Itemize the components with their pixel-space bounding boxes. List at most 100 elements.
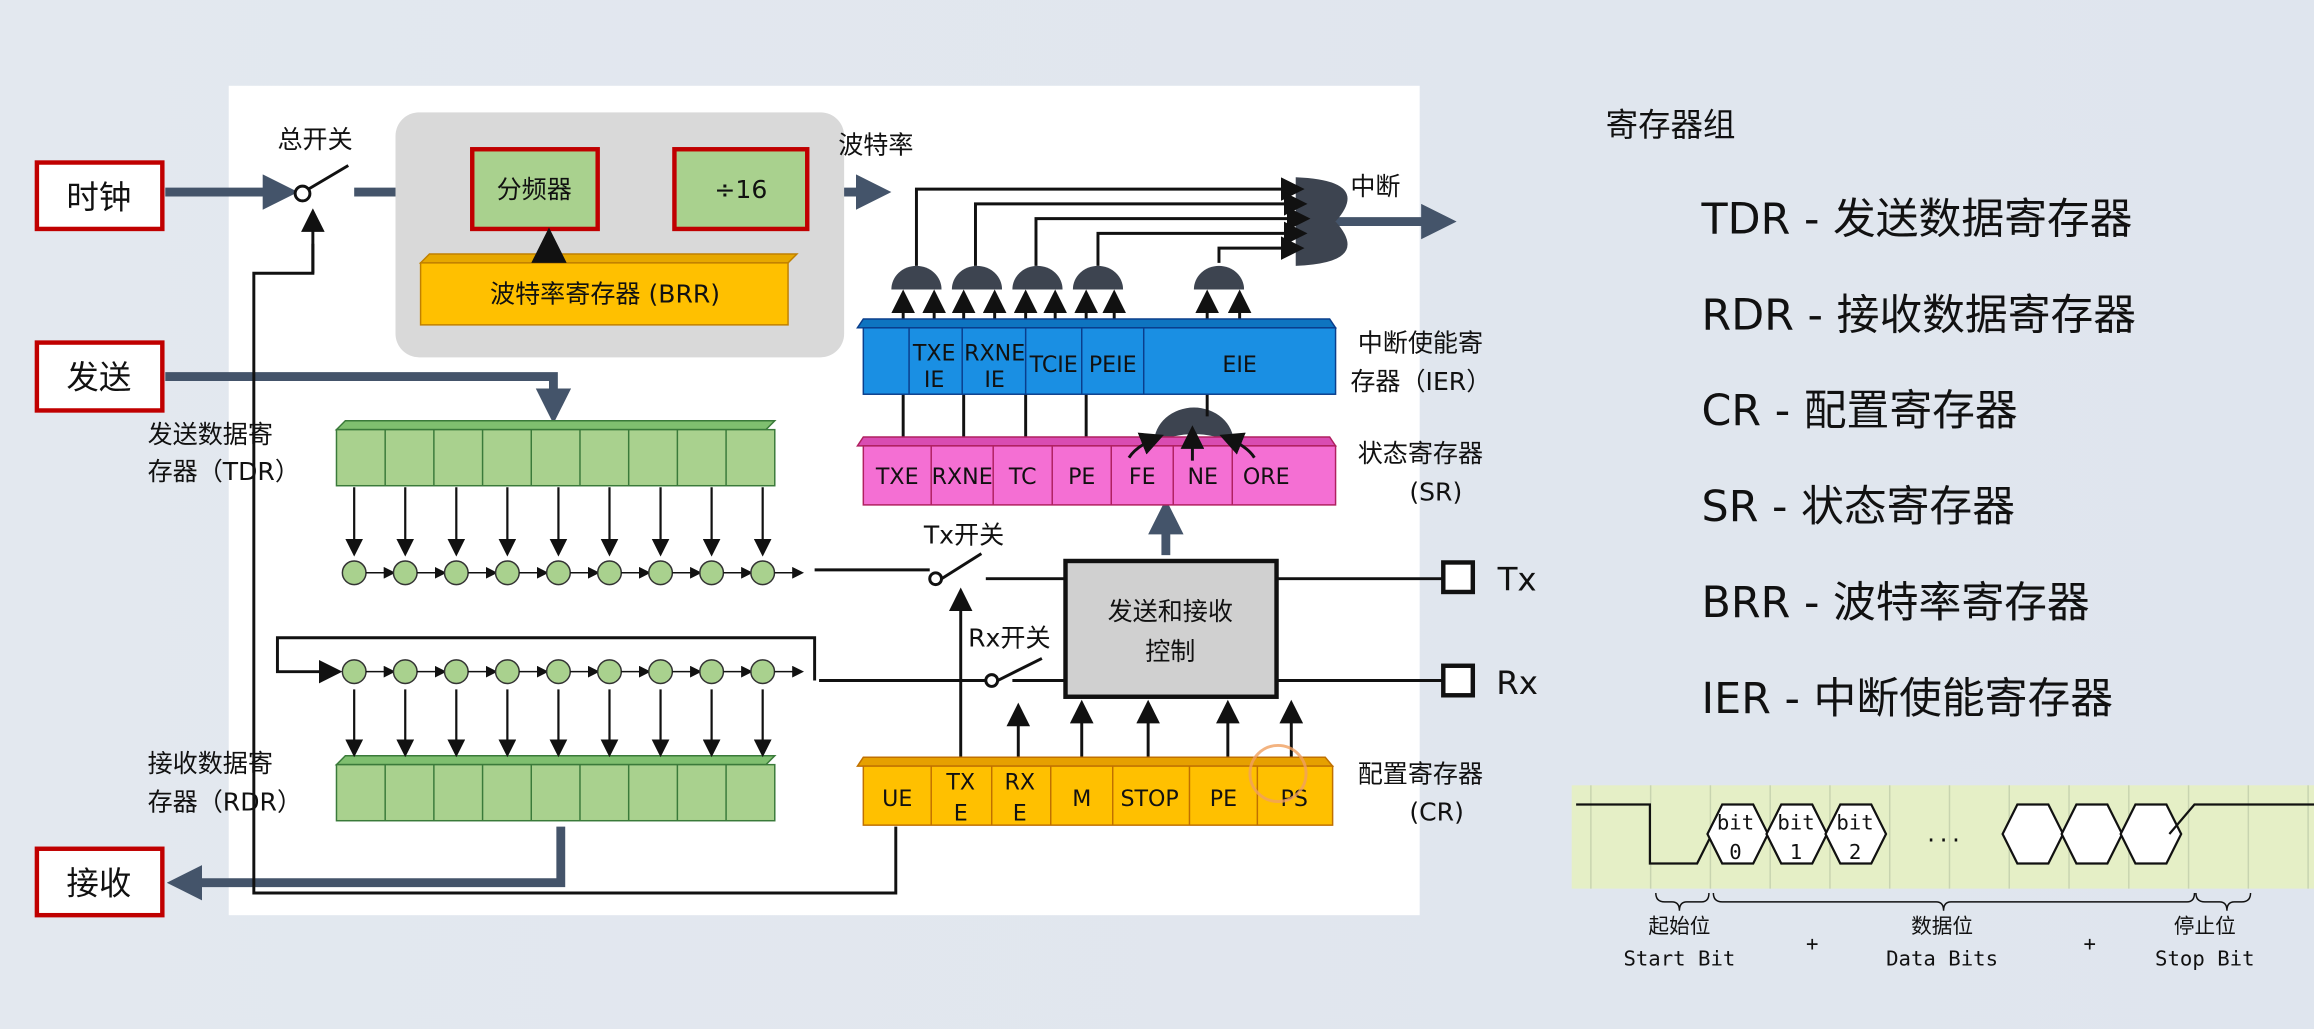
- svg-text:(CR): (CR): [1409, 798, 1464, 827]
- svg-text:PE: PE: [1210, 786, 1237, 812]
- clock-box: 时钟: [34, 160, 165, 232]
- svg-text:STOP: STOP: [1120, 786, 1178, 812]
- svg-text:M: M: [1072, 786, 1091, 812]
- svg-text:TDR - 发送数据寄存器: TDR - 发送数据寄存器: [1701, 194, 2133, 244]
- svg-text:E: E: [1013, 801, 1027, 827]
- svg-text:Tx: Tx: [1497, 561, 1537, 599]
- svg-text:0: 0: [1729, 840, 1741, 864]
- svg-text:接收: 接收: [66, 865, 131, 903]
- tx-pin: [1441, 560, 1476, 595]
- svg-text:(SR): (SR): [1409, 477, 1462, 506]
- svg-text:存器（TDR）: 存器（TDR）: [148, 457, 300, 486]
- divider-box: 分频器: [470, 147, 600, 232]
- shift-bit-tx: [392, 560, 418, 586]
- bit-cell: [1824, 803, 1888, 865]
- svg-text:PS: PS: [1281, 786, 1308, 812]
- svg-text:RXNE: RXNE: [964, 340, 1025, 366]
- svg-text:bit: bit: [1836, 811, 1873, 835]
- svg-text:波特率寄存器 (BRR): 波特率寄存器 (BRR): [490, 280, 720, 309]
- svg-text:RDR - 接收数据寄存器: RDR - 接收数据寄存器: [1702, 290, 2137, 340]
- svg-text:E: E: [954, 801, 968, 827]
- svg-text:数据位: 数据位: [1911, 914, 1973, 938]
- svg-text:发送和接收: 发送和接收: [1108, 597, 1233, 626]
- cr-label: 配置寄存器: [1358, 759, 1483, 788]
- tx-switch: [928, 571, 944, 587]
- shift-bit-rx: [443, 659, 469, 685]
- shift-bit-tx: [443, 560, 469, 586]
- svg-text:IE: IE: [924, 367, 945, 393]
- shift-bit-rx: [494, 659, 520, 685]
- svg-text:PEIE: PEIE: [1089, 352, 1137, 378]
- svg-text:EIE: EIE: [1222, 352, 1256, 378]
- svg-text:Stop Bit: Stop Bit: [2155, 946, 2255, 970]
- shift-bit-rx: [392, 659, 418, 685]
- svg-text:...: ...: [1925, 822, 1962, 846]
- svg-text:TX: TX: [945, 770, 975, 796]
- shift-bit-rx: [750, 659, 776, 685]
- shift-registers: [275, 420, 817, 822]
- svg-text:PE: PE: [1068, 464, 1095, 490]
- and-gate-icons: [891, 265, 1245, 443]
- send-box: 发送: [34, 340, 165, 413]
- svg-text:停止位: 停止位: [2174, 914, 2236, 938]
- svg-text:UE: UE: [882, 786, 912, 812]
- register-group-list: TDR - 发送数据寄存器 RDR - 接收数据寄存器 CR - 配置寄存器 S…: [1701, 194, 2137, 724]
- svg-text:+: +: [1806, 932, 1818, 956]
- tdr-register: [335, 428, 776, 487]
- svg-text:2: 2: [1849, 840, 1861, 864]
- svg-text:TXE: TXE: [875, 464, 919, 490]
- svg-text:CR - 配置寄存器: CR - 配置寄存器: [1702, 386, 2018, 436]
- or-gate-icon: [1295, 177, 1348, 266]
- shift-bit-tx: [341, 560, 367, 586]
- interrupt-label: 中断: [1350, 172, 1400, 201]
- svg-text:发送: 发送: [66, 358, 131, 396]
- shift-bit-tx: [648, 560, 674, 586]
- svg-text:RXNE: RXNE: [932, 464, 993, 490]
- svg-text:存器（IER）: 存器（IER）: [1350, 367, 1491, 396]
- svg-text:BRR - 波特率寄存器: BRR - 波特率寄存器: [1702, 578, 2090, 628]
- svg-text:÷16: ÷16: [714, 175, 767, 204]
- shift-bit-tx: [596, 560, 623, 586]
- tx-switch-label: Tx开关: [923, 520, 1004, 549]
- cursor-highlight: [1248, 743, 1308, 804]
- svg-text:IE: IE: [984, 367, 1005, 393]
- baud-rate-label: 波特率: [838, 131, 913, 160]
- svg-text:bit: bit: [1717, 811, 1754, 835]
- shift-bit-tx: [699, 560, 725, 586]
- svg-text:TC: TC: [1008, 464, 1037, 490]
- svg-text:TXE: TXE: [912, 340, 956, 366]
- bit-cell: [2119, 803, 2183, 865]
- receive-box: 接收: [34, 846, 165, 918]
- div16-box: ÷16: [672, 147, 810, 232]
- svg-text:FE: FE: [1129, 464, 1156, 490]
- svg-text:IER - 中断使能寄存器: IER - 中断使能寄存器: [1702, 674, 2113, 724]
- svg-text:1: 1: [1790, 840, 1802, 864]
- shift-bit-tx: [545, 560, 571, 586]
- svg-text:SR - 状态寄存器: SR - 状态寄存器: [1702, 482, 2015, 532]
- svg-text:Start Bit: Start Bit: [1623, 946, 1735, 970]
- ier-label: 中断使能寄: [1358, 328, 1483, 357]
- register-group-title: 寄存器组: [1606, 106, 1736, 144]
- brr-register: 波特率寄存器 (BRR): [418, 253, 799, 326]
- master-switch-label: 总开关: [277, 125, 352, 154]
- rx-pin: [1441, 663, 1476, 698]
- rx-switch-label: Rx开关: [968, 624, 1050, 653]
- shift-bit-rx: [596, 659, 623, 685]
- shift-bit-tx: [494, 560, 520, 586]
- shift-bit-tx: [750, 560, 776, 586]
- shift-bit-rx: [341, 659, 367, 685]
- svg-text:ORE: ORE: [1243, 464, 1290, 490]
- interrupt-lines: [914, 177, 1311, 266]
- rdr-label: 接收数据寄: [148, 749, 273, 778]
- rx-switch: [984, 673, 1000, 688]
- master-switch: [293, 164, 350, 203]
- svg-text:Data Bits: Data Bits: [1886, 946, 1998, 970]
- svg-text:Rx: Rx: [1496, 664, 1538, 702]
- svg-text:存器（RDR）: 存器（RDR）: [148, 787, 302, 816]
- shift-bit-rx: [648, 659, 674, 685]
- tdr-label: 发送数据寄: [148, 420, 273, 449]
